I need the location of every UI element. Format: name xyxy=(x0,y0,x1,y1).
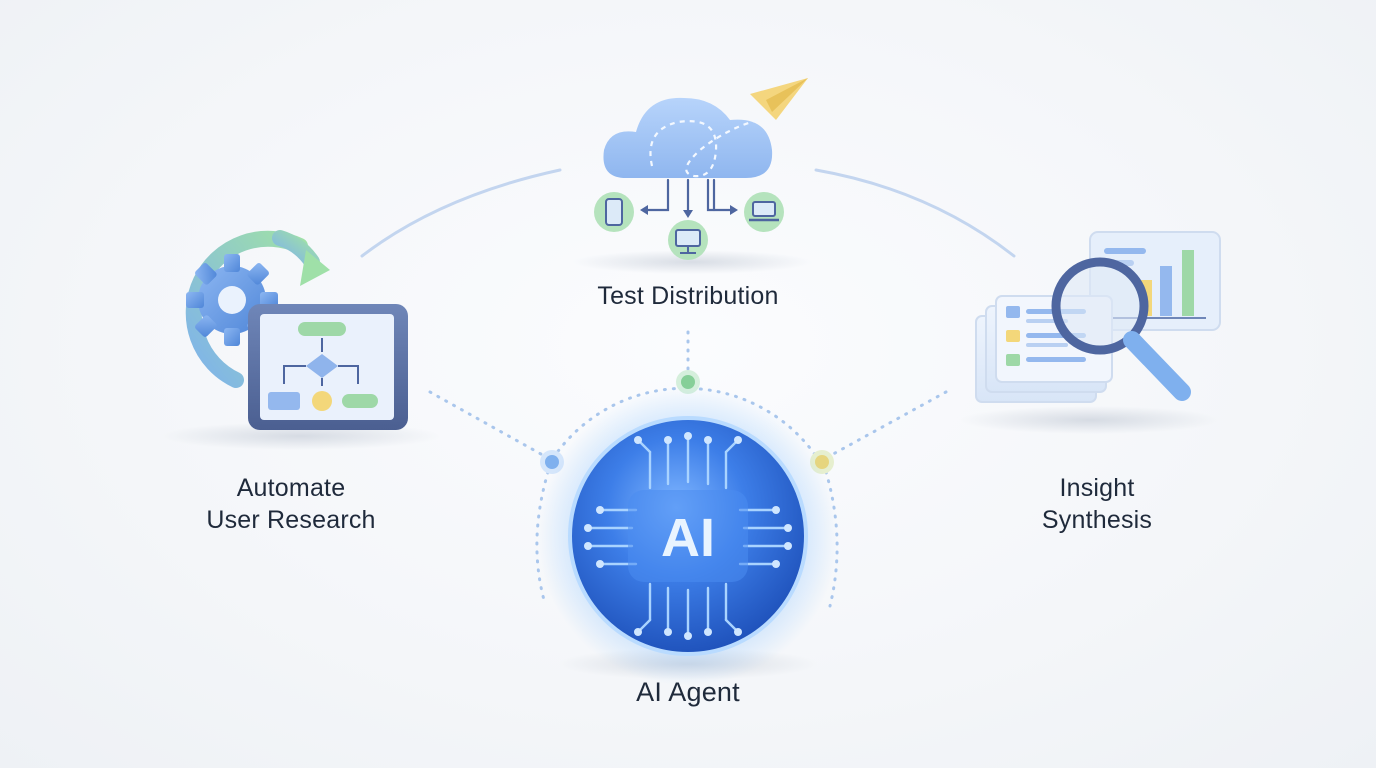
laptop-icon xyxy=(744,192,784,232)
cloud-distribution-icon xyxy=(572,78,812,274)
arc-left xyxy=(360,168,562,258)
test-distribution-label: Test Distribution xyxy=(597,282,779,310)
arc-right xyxy=(814,168,1016,258)
insight-label-line2: Synthesis xyxy=(1041,506,1153,534)
magnifier-icon xyxy=(1051,257,1191,401)
dotted-line-left xyxy=(428,390,550,460)
phone-icon xyxy=(594,192,634,232)
insight-analysis-icon xyxy=(960,231,1221,434)
automate-label-line1: Automate xyxy=(236,474,346,502)
workflow-automation-icon xyxy=(160,230,440,450)
cloud-icon xyxy=(603,97,773,178)
automate-label-line2: User Research xyxy=(206,506,376,534)
ai-badge-text: AI xyxy=(661,508,715,568)
tablet-icon xyxy=(248,304,408,430)
automate-user-research-label: Automate User Research xyxy=(160,472,422,536)
insight-label-line1: Insight xyxy=(1059,474,1135,502)
connector-arcs xyxy=(360,168,1016,258)
dotted-orbit-left xyxy=(535,470,550,602)
ai-sphere: AI xyxy=(538,386,838,686)
ai-agent-label: AI Agent xyxy=(636,677,740,707)
dotted-line-right xyxy=(824,390,948,460)
refresh-arrow-icon xyxy=(185,230,308,388)
paper-plane-icon xyxy=(750,78,808,120)
insight-synthesis-label: Insight Synthesis xyxy=(990,472,1204,536)
monitor-icon xyxy=(668,220,708,260)
circuit-traces xyxy=(586,434,790,638)
